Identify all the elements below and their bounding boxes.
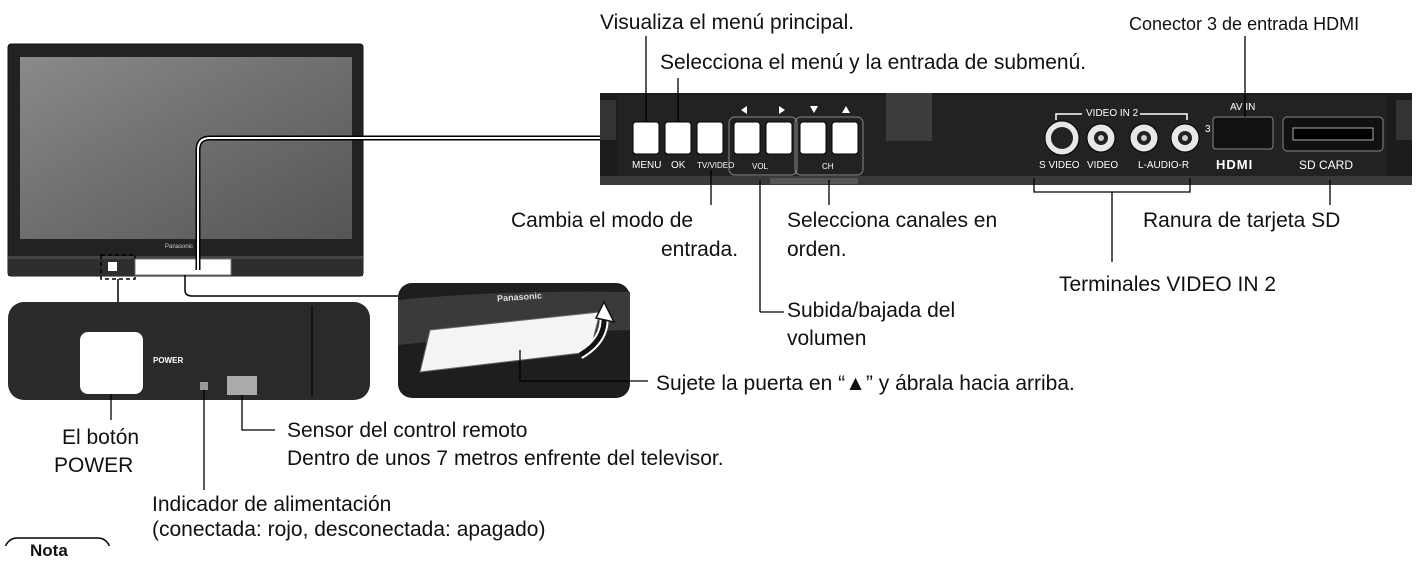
panel-ok-label: OK [671, 160, 686, 171]
callout-power-indicator-line2: (conectada: rojo, desconectada: apagado) [152, 518, 546, 541]
panel-svideo-label: S VIDEO [1039, 160, 1080, 171]
callout-sd-slot: Ranura de tarjeta SD [1143, 209, 1341, 232]
panel-menu-label: MENU [632, 160, 662, 171]
panel-hdmi-number: 3 [1205, 124, 1211, 135]
control-panel-illustration [600, 93, 1412, 185]
callout-volume-line1: Subida/bajada del [787, 299, 956, 322]
callout-lines [110, 36, 1331, 490]
callout-volume-line2: volumen [787, 327, 867, 350]
callout-power-button-line2: POWER [54, 454, 134, 477]
callout-power-button-line1: El botón [62, 426, 140, 449]
panel-hdmi-logo: HDMI [1216, 157, 1254, 172]
panel-video-in2-label: VIDEO IN 2 [1086, 108, 1139, 119]
callout-input-mode-line2: entrada. [661, 238, 739, 261]
diagram-graphics [4, 36, 1412, 546]
panel-vol-label: VOL [752, 162, 769, 171]
power-indicator-led [200, 382, 208, 390]
callout-select-menu: Selecciona el menú y la entrada de subme… [660, 51, 1087, 74]
panel-video-label: VIDEO [1087, 160, 1119, 171]
tv-illustration [7, 43, 364, 280]
panel-ch-label: CH [822, 162, 834, 171]
note-box [4, 537, 111, 546]
tv-brand-logo: Panasonic [165, 244, 194, 250]
callout-remote-sensor-line1: Sensor del control remoto [287, 419, 528, 442]
callout-main-menu: Visualiza el menú principal. [600, 11, 855, 34]
power-label: POWER [153, 356, 184, 365]
panel-tvvideo-label: TV/VIDEO [697, 161, 735, 170]
callout-input-mode-line1: Cambia el modo de [511, 209, 694, 232]
panel-audio-label: L-AUDIO-R [1138, 160, 1190, 171]
panel-avin-label: AV IN [1230, 102, 1256, 113]
power-zoom-box [8, 279, 370, 400]
callout-video-in2-terminals: Terminales VIDEO IN 2 [1059, 273, 1277, 296]
panel-sdcard-label: SD CARD [1299, 158, 1354, 172]
callout-channels-line1: Selecciona canales en [787, 209, 998, 232]
leader-lines [184, 135, 610, 297]
callout-remote-sensor-line2: Dentro de unos 7 metros enfrente del tel… [287, 447, 724, 470]
callout-channels-line2: orden. [787, 238, 847, 261]
note-label: Nota [30, 541, 68, 560]
remote-sensor-graphic [227, 376, 257, 395]
power-button-graphic [80, 332, 143, 394]
callout-hdmi3: Conector 3 de entrada HDMI [1129, 14, 1360, 34]
callout-power-indicator-line1: Indicador de alimentación [152, 493, 392, 516]
door-inset [398, 283, 630, 398]
callout-door: Sujete la puerta en “▲” y ábrala hacia a… [656, 372, 1075, 395]
